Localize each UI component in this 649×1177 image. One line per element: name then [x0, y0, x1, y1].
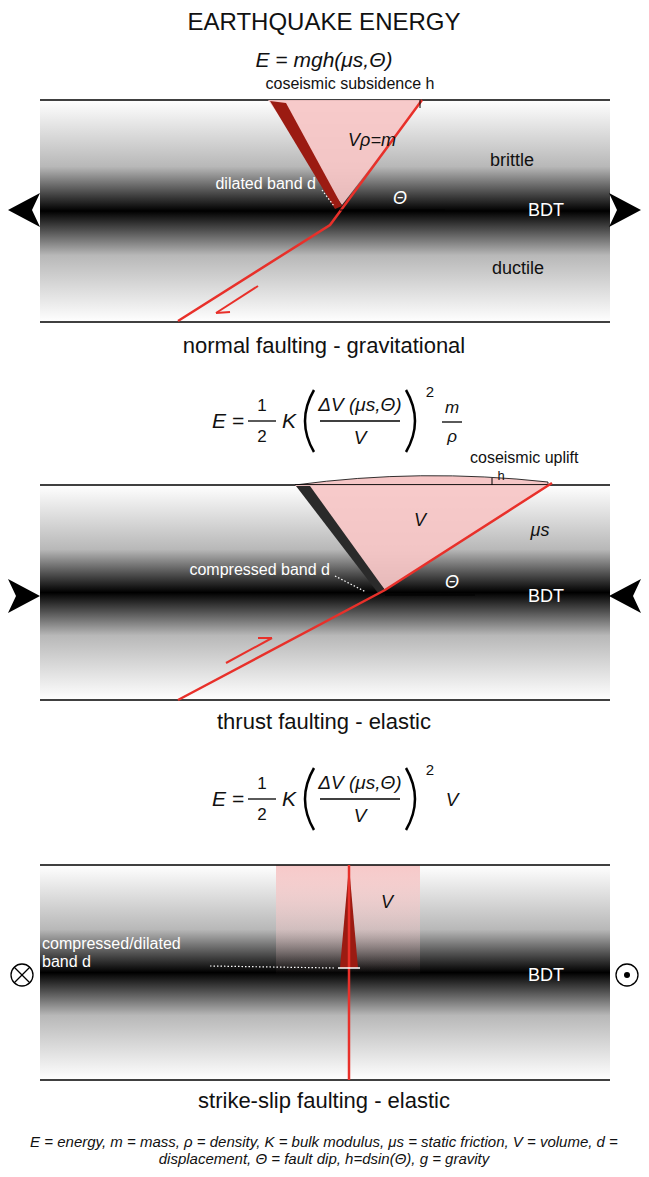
band-label: dilated band d: [215, 175, 316, 193]
equation-part: ΔV (μs,Θ): [318, 394, 401, 416]
into-page-symbol: [11, 964, 33, 986]
layer-label: ductile: [492, 258, 544, 279]
equation-part: K: [282, 409, 296, 433]
band-label: compressed/dilated band d: [42, 935, 202, 972]
hanging-wall-wedge: [295, 485, 550, 590]
equation-part: 2: [257, 805, 266, 825]
caption: E = energy, m = mass, ρ = density, K = b…: [9, 1133, 639, 1168]
friction-label: μs: [531, 520, 550, 541]
equation-part: m: [445, 398, 459, 418]
fault-line: [348, 865, 351, 1080]
crust-band: [40, 485, 610, 700]
crust-band: [40, 100, 610, 322]
compression-arrow: [609, 579, 641, 613]
equation-part: 1: [257, 396, 266, 416]
dip-label: Θ: [445, 572, 459, 593]
crust-band: [40, 865, 610, 1080]
equation-part: 2: [426, 383, 434, 400]
volume-label: V: [381, 892, 393, 913]
volume-label: V: [414, 510, 426, 531]
equation-part: ΔV (μs,Θ): [318, 772, 401, 794]
equation-part: 1: [257, 774, 266, 794]
equation-part: V: [354, 805, 367, 827]
equation-part: 2: [426, 761, 434, 778]
annotation: coseismic subsidence h: [266, 75, 435, 93]
layer-label: BDT: [528, 965, 564, 986]
equation-part: E =: [212, 409, 244, 433]
out-of-page-symbol: [616, 964, 638, 986]
coseismic-uplift: [295, 476, 548, 485]
diagram-title: EARTHQUAKE ENERGY: [188, 8, 461, 36]
equation-part: V: [446, 789, 459, 811]
volume-label: Vρ=m: [348, 130, 396, 151]
equation-part: 2: [257, 427, 266, 447]
equation-part: E =: [212, 787, 244, 811]
equation: E = mgh(μs,Θ): [256, 48, 393, 72]
panel-caption: normal faulting - gravitational: [183, 333, 465, 358]
panel-caption: thrust faulting - elastic: [217, 709, 431, 734]
band-label: compressed band d: [189, 561, 330, 579]
layer-label: BDT: [528, 586, 564, 607]
fault-line: [178, 483, 552, 700]
compression-arrow: [8, 579, 40, 613]
layer-label: brittle: [490, 150, 534, 171]
extension-arrow: [609, 193, 641, 227]
equation-part: K: [282, 787, 296, 811]
annotation: h: [497, 469, 504, 484]
equation-part: ρ: [447, 427, 457, 447]
layer-label: BDT: [528, 200, 564, 221]
dip-label: Θ: [393, 188, 407, 209]
annotation: coseismic uplift: [470, 449, 578, 467]
dilated-band: [270, 101, 342, 209]
panel-caption: strike-slip faulting - elastic: [198, 1088, 450, 1113]
extension-arrow: [8, 193, 40, 227]
equation-part: V: [354, 427, 367, 449]
